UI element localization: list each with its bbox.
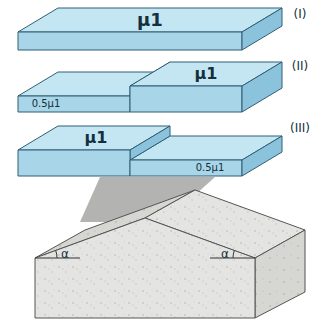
coefficient-label: μ1 [195, 66, 218, 82]
layer-number: (III) [290, 122, 310, 134]
coefficient-label: 0.5μ1 [32, 99, 61, 109]
layer-number: (I) [294, 8, 307, 20]
layer-number: (II) [292, 60, 308, 72]
coefficient-label: μ1 [85, 130, 108, 146]
coefficient-label: μ1 [137, 11, 163, 29]
angle-label: α [221, 248, 229, 260]
angle-label: α [61, 248, 69, 260]
coefficient-label: 0.5μ1 [196, 163, 225, 173]
